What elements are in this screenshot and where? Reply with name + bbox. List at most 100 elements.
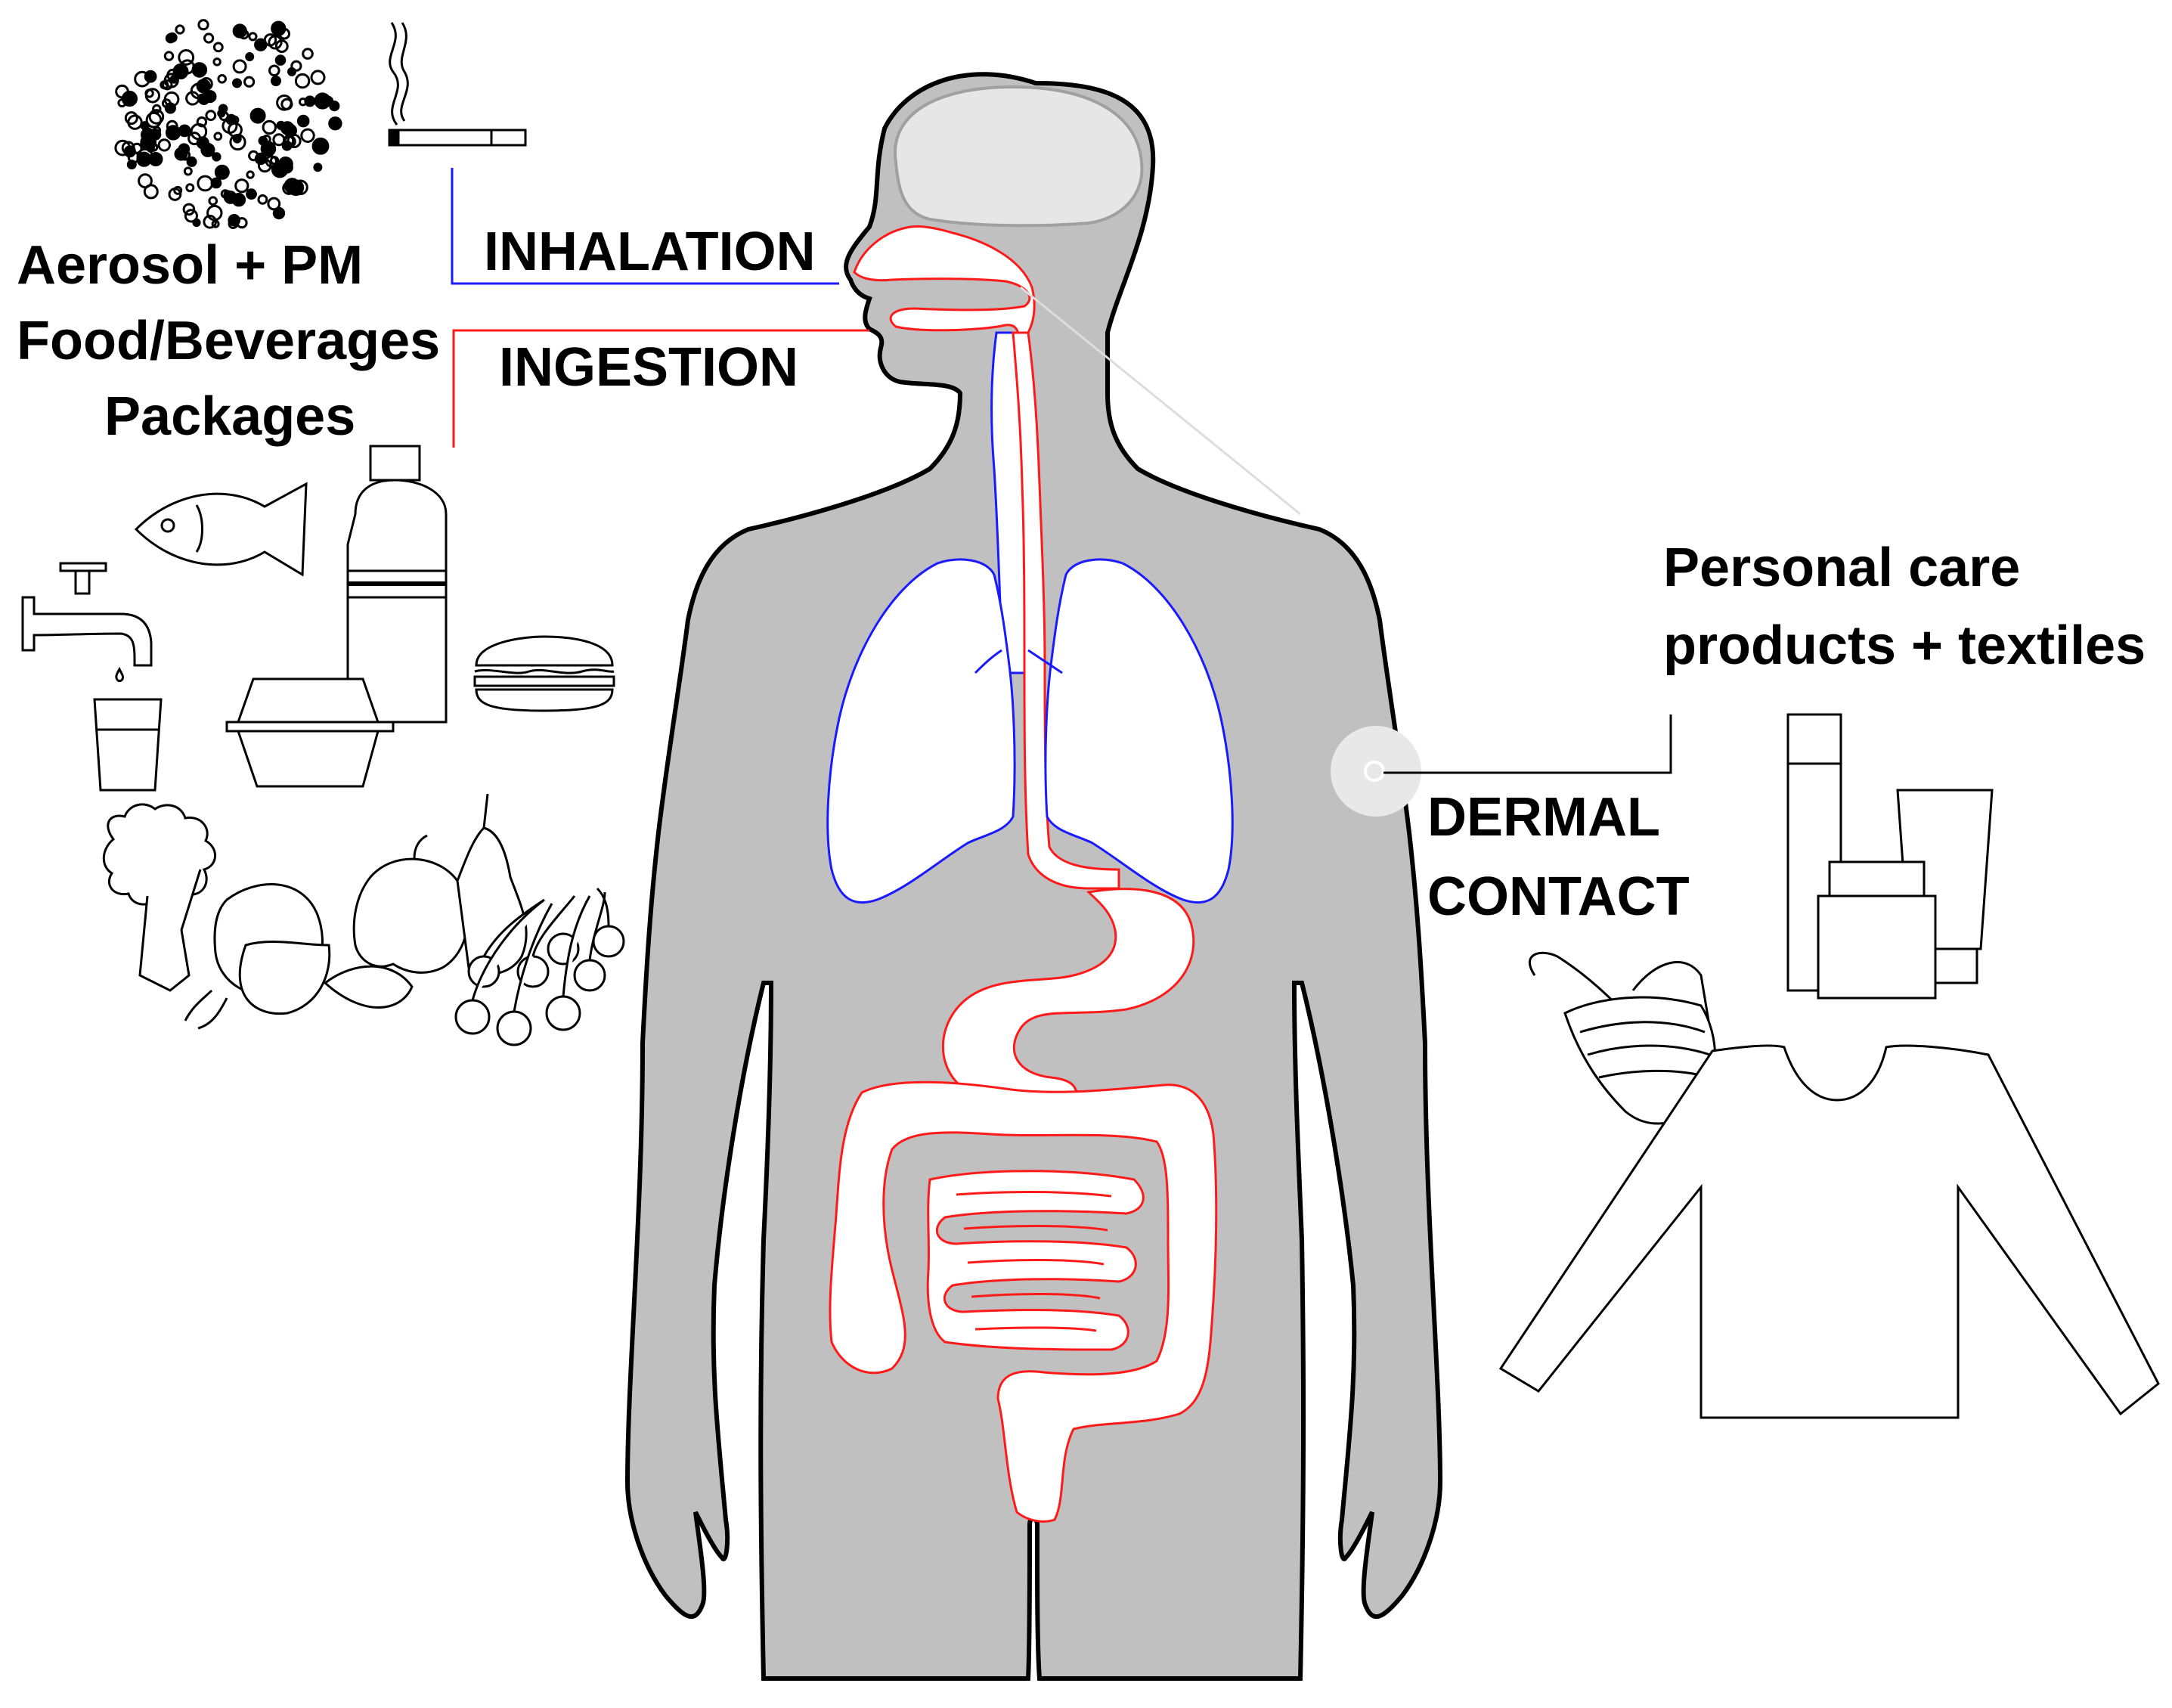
- aerosol-particle: [277, 157, 293, 172]
- fish-icon: [134, 482, 308, 577]
- aerosol-particle: [245, 52, 255, 61]
- aerosol-particle: [232, 23, 247, 39]
- large-intestine: [829, 1080, 1218, 1523]
- aerosol-particle: [145, 111, 163, 129]
- route-dermal: DERMAL: [1427, 787, 1660, 848]
- aerosol-particle: [144, 88, 160, 104]
- aerosol-particle: [146, 144, 155, 153]
- source-aerosol: Aerosol + PM: [17, 235, 363, 296]
- aerosol-particle: [212, 42, 224, 53]
- aerosol-particle: [148, 109, 165, 125]
- aerosol-particle: [271, 76, 281, 86]
- aerosol-particle: [232, 78, 242, 88]
- aerosol-particle: [272, 133, 286, 147]
- aerosol-particle: [168, 188, 182, 201]
- aerosol-particle: [329, 101, 340, 112]
- aerosol-particle: [212, 152, 222, 162]
- aerosol-particle: [192, 218, 201, 228]
- aerosol-particle: [183, 166, 193, 176]
- glass-icon: [93, 698, 163, 792]
- aerosol-particle: [214, 164, 230, 180]
- aerosol-particle: [124, 111, 138, 126]
- aerosol-particle: [200, 142, 215, 157]
- nasal-oral-cavity: [853, 225, 1036, 357]
- aerosol-particle: [262, 119, 277, 135]
- aerosol-particle: [300, 128, 315, 144]
- cosmetics-icon: [1786, 713, 1994, 1000]
- aerosol-particle: [203, 33, 215, 44]
- aerosol-particle: [138, 173, 153, 189]
- aerosol-particle: [268, 64, 280, 77]
- aerosol-particle: [249, 107, 266, 124]
- human-body: [624, 72, 1443, 1681]
- aerosol-particle: [276, 95, 293, 111]
- water-tap-icon: [21, 562, 153, 682]
- aerosol-particle: [257, 158, 272, 173]
- aerosol-particle: [257, 194, 268, 205]
- aerosol-particle: [234, 178, 249, 194]
- aerosol-particle: [196, 116, 208, 128]
- aerosol-particle: [294, 73, 311, 89]
- source-food: Food/Beverages: [17, 311, 440, 371]
- aerosol-particle: [268, 35, 283, 50]
- aerosol-particle: [274, 54, 287, 66]
- dermal-connector: [1383, 715, 1672, 774]
- shirt-icon: [1498, 1044, 2160, 1419]
- aerosol-particle: [174, 147, 188, 161]
- neck-line: [1020, 286, 1301, 516]
- aerosol-particle: [246, 170, 255, 179]
- inhalation-connector: [451, 168, 839, 285]
- aerosol-particle: [160, 80, 169, 90]
- aerosol-particle: [213, 132, 223, 141]
- bottle-icon: [346, 445, 448, 724]
- esophagus: [1012, 331, 1120, 890]
- burger-icon: [473, 635, 615, 712]
- aerosol-particle: [178, 124, 191, 138]
- brain: [893, 85, 1144, 228]
- aerosol-particle: [232, 59, 247, 74]
- route-inhalation: INHALATION: [484, 222, 816, 282]
- aerosol-particle: [173, 185, 183, 195]
- route-contact: CONTACT: [1427, 866, 1690, 927]
- aerosol-particle: [115, 84, 129, 99]
- aerosol-particle: [185, 183, 195, 193]
- aerosol-particle: [175, 24, 185, 35]
- ingestion-connector: [452, 329, 869, 448]
- aerosol-particle: [313, 163, 323, 172]
- aerosol-particle: [290, 60, 302, 72]
- aerosol-particle: [328, 116, 342, 131]
- aerosol-particle: [218, 110, 229, 122]
- aerosol-particle: [191, 62, 208, 78]
- aerosol-particle: [157, 138, 172, 152]
- left-lung: [826, 558, 1016, 904]
- aerosol-particle: [187, 132, 202, 146]
- small-intestine-inner: [956, 1190, 1112, 1332]
- aerosol-particles-icon: [114, 19, 342, 230]
- aerosol-particle: [190, 82, 207, 100]
- aerosol-particle: [284, 123, 297, 138]
- aerosol-particle: [134, 70, 151, 88]
- aerosol-particle: [186, 156, 197, 167]
- aerosol-particle: [165, 33, 176, 44]
- aerosol-particle: [293, 179, 308, 196]
- aerosol-particle: [254, 38, 268, 51]
- aerosol-particle: [296, 114, 310, 128]
- aerosol-particle: [205, 110, 217, 122]
- aerosol-particle: [231, 193, 246, 207]
- aerosol-particle: [117, 98, 127, 108]
- aerosol-particle: [172, 63, 189, 79]
- bronchi: [974, 649, 1063, 674]
- route-ingestion: INGESTION: [499, 337, 798, 398]
- cigarette-icon: [388, 22, 527, 147]
- aerosol-particle: [217, 74, 228, 84]
- aerosol-particle: [184, 209, 198, 223]
- skin-contact-dot: [1364, 761, 1385, 782]
- source-textiles: products + textiles: [1663, 615, 2146, 676]
- aerosol-particle: [260, 141, 277, 157]
- skin-contact-marker: [1331, 726, 1421, 817]
- aerosol-particle: [230, 115, 240, 125]
- face-mask-icon: [1529, 951, 1717, 1125]
- aerosol-particle: [236, 217, 248, 229]
- vegetables-icon: [102, 803, 414, 1030]
